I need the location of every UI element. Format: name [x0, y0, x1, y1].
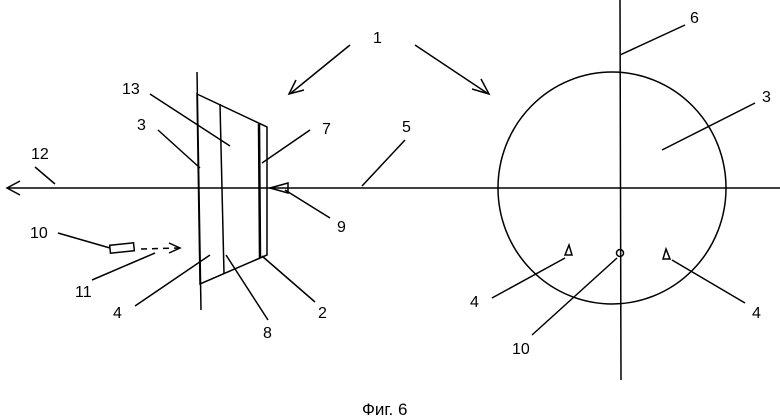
rect-element-10	[110, 243, 135, 253]
trapezoid-body	[197, 94, 267, 284]
label-13: 13	[122, 81, 140, 98]
thick-element-7	[259, 124, 260, 258]
figure-caption: Фиг. 6	[362, 400, 407, 419]
leader-9	[285, 190, 330, 218]
label-10-left: 10	[30, 225, 48, 242]
leader-2	[262, 256, 315, 302]
leader-3-right	[662, 103, 755, 150]
label-7: 7	[322, 121, 331, 138]
marker-4-left	[565, 245, 572, 255]
leader-10-left	[58, 233, 110, 248]
leader-6	[620, 25, 685, 55]
inner-line-8	[220, 104, 224, 274]
label-11: 11	[75, 284, 92, 301]
label-3-left: 3	[137, 117, 146, 134]
axis-6	[620, 0, 621, 380]
dashed-arrow-11	[141, 248, 178, 249]
leader-5	[362, 140, 405, 186]
label-4-left: 4	[113, 305, 122, 322]
leader-4-left	[135, 255, 210, 306]
leader-11	[92, 253, 155, 280]
leader-3-left	[158, 130, 200, 168]
arrow-1-left	[291, 45, 350, 93]
label-10-right: 10	[512, 341, 530, 358]
label-6: 6	[690, 10, 699, 27]
marker-4-right	[663, 249, 670, 259]
label-5: 5	[402, 119, 411, 136]
label-9: 9	[337, 219, 346, 236]
leader-7	[262, 130, 310, 163]
label-1: 1	[373, 30, 382, 47]
leader-4-right-b	[672, 260, 745, 303]
label-8: 8	[263, 325, 272, 342]
label-4-right-b: 4	[752, 305, 761, 322]
leader-12	[35, 167, 55, 184]
label-3-right: 3	[762, 89, 771, 106]
label-4-right-a: 4	[470, 294, 479, 311]
label-12: 12	[31, 146, 49, 163]
leader-4-right-a	[492, 258, 565, 298]
leader-8	[226, 255, 268, 320]
leader-13	[150, 94, 230, 146]
label-2: 2	[318, 305, 327, 322]
arrow-1-right	[415, 45, 487, 93]
